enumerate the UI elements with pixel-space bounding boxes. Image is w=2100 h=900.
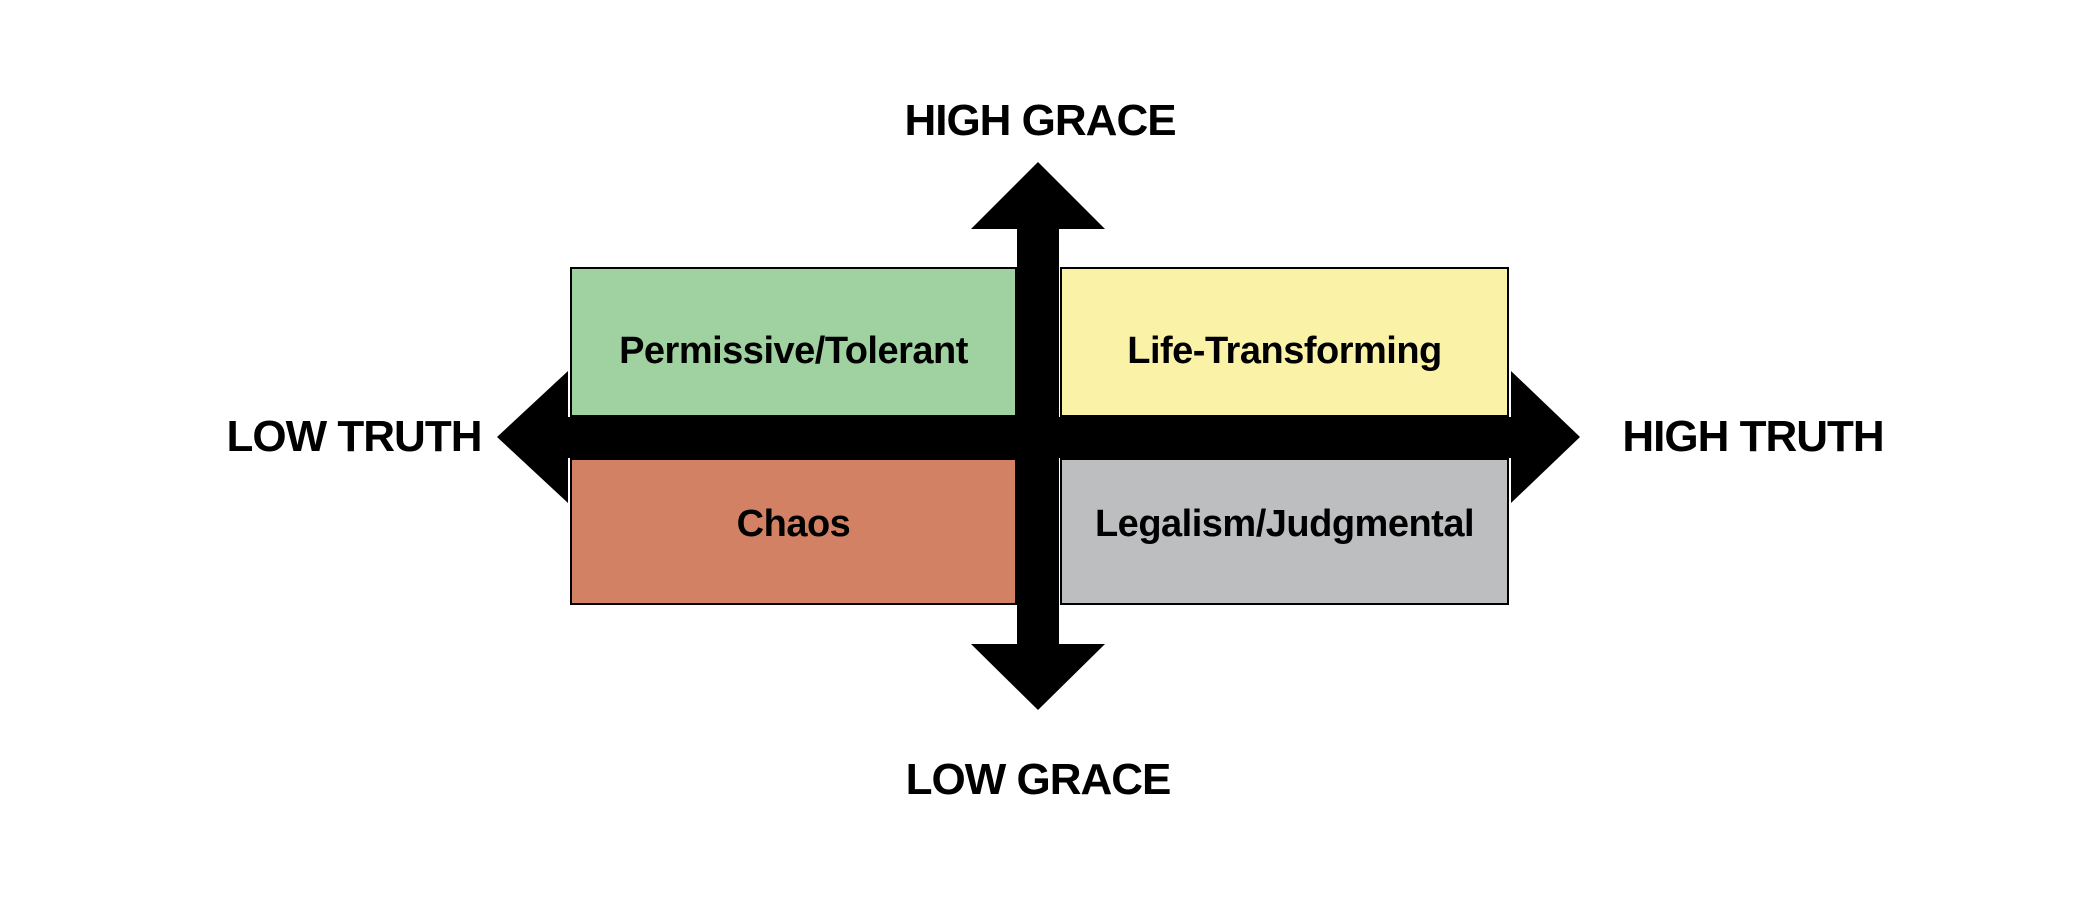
quadrant-chaos: Chaos	[570, 458, 1017, 605]
arrow-down-icon	[971, 644, 1105, 710]
axis-label-low-truth: LOW TRUTH	[226, 412, 483, 461]
quadrant-label: Permissive/Tolerant	[619, 329, 968, 372]
quadrant-legalism-judgmental: Legalism/Judgmental	[1060, 458, 1509, 605]
axis-label-high-grace: HIGH GRACE	[904, 96, 1176, 145]
quadrant-life-transforming: Life-Transforming	[1060, 267, 1509, 417]
grace-axis-bar	[1017, 229, 1059, 644]
quadrant-label: Chaos	[736, 503, 851, 545]
arrow-left-icon	[497, 371, 568, 503]
axis-label-high-truth: HIGH TRUTH	[1622, 412, 1884, 461]
arrow-up-icon	[971, 162, 1105, 229]
quadrant-permissive-tolerant: Permissive/Tolerant	[570, 267, 1017, 417]
quadrant-label: Life-Transforming	[1127, 329, 1442, 372]
axis-label-low-grace: LOW GRACE	[905, 755, 1172, 804]
quadrant-label: Legalism/Judgmental	[1094, 503, 1475, 545]
arrow-right-icon	[1511, 371, 1580, 503]
